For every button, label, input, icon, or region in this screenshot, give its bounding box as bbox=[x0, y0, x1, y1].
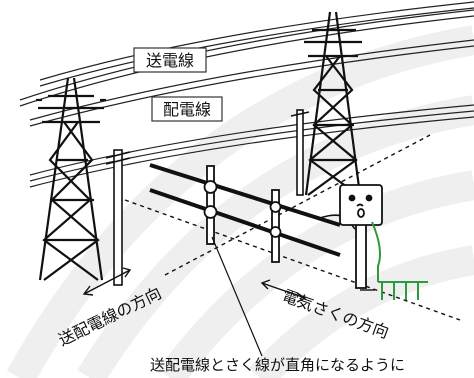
caption: 送配電線とさく線が直角になるように bbox=[150, 356, 405, 374]
ground-rod-icon bbox=[371, 221, 428, 300]
transmission-tower-icon bbox=[304, 11, 362, 196]
distribution-line-label-box bbox=[151, 96, 223, 122]
line-direction-arrow bbox=[82, 267, 132, 296]
fence-direction-arrow bbox=[260, 279, 307, 303]
transmission-line-label-box bbox=[133, 47, 207, 73]
fence-wires bbox=[149, 163, 341, 257]
transmission-tower-icon bbox=[36, 77, 106, 281]
transmission-wires bbox=[19, 1, 474, 127]
fence-posts bbox=[203, 165, 282, 263]
direction-guides bbox=[124, 134, 461, 321]
distribution-line-label: 配電線 bbox=[163, 100, 211, 119]
caption-pointer bbox=[211, 236, 263, 357]
transmission-line-label: 送電線 bbox=[146, 51, 194, 70]
utility-pole-icon bbox=[105, 109, 310, 286]
fence-energizer-icon bbox=[339, 184, 383, 289]
